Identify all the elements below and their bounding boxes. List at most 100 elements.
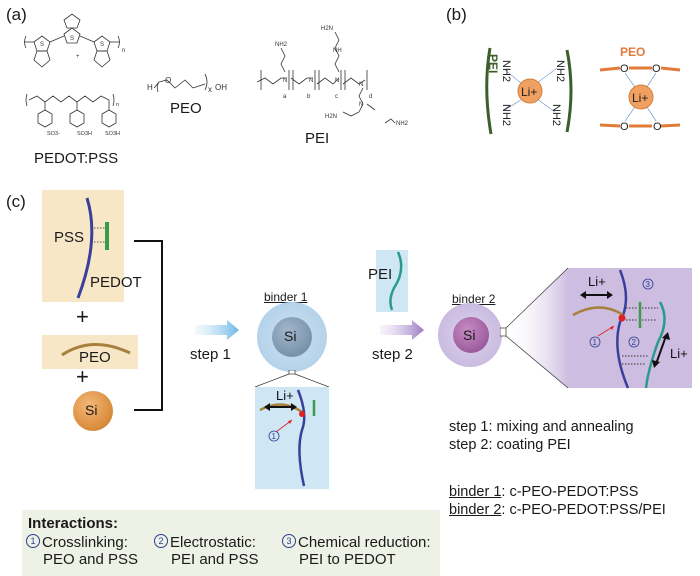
pei-label-b: PEI [486, 54, 500, 73]
panel-b-label: (b) [446, 5, 467, 24]
oxygen-atom: O [620, 121, 629, 133]
pedot-structure: S S S + n [24, 13, 125, 68]
group-nh: NH [333, 48, 342, 54]
marker-3: 3 [646, 280, 651, 289]
atom-n: N [359, 82, 363, 88]
peo-structure: H O x OH [147, 73, 227, 94]
binder1-composition: : c-PEO-PEDOT:PSS [501, 484, 639, 500]
thiophene-ring [93, 35, 111, 52]
nh2-group: NH2 [500, 60, 512, 82]
peo-box-label: PEO [79, 349, 111, 366]
li-ion-label: Li+ [670, 346, 688, 361]
marker-1: 1 [593, 338, 598, 347]
binder2-description: binder 2: c-PEO-PEDOT:PSS/PEI [449, 501, 666, 519]
peo-oh-end: OH [215, 83, 227, 92]
li-ion-pei [517, 78, 543, 104]
marker-1: 1 [272, 432, 277, 441]
nh2-group: NH2 [554, 60, 566, 82]
pei-nh2-tail: NH2 [385, 118, 409, 127]
panel-c-label: (c) [6, 192, 26, 211]
legend-item-title: Crosslinking: [42, 534, 128, 551]
binder2-si-label: Si [463, 327, 476, 343]
group-nh2: NH2 [275, 42, 288, 48]
pedot-pss-label: PEDOT:PSS [34, 150, 119, 167]
peo-label-b: PEO [620, 45, 645, 59]
group-so3h: SO3H [105, 131, 120, 137]
legend-item-detail: PEO and PSS [43, 551, 139, 568]
thiophene-ring [33, 35, 51, 52]
benzene-ring [69, 109, 85, 128]
unit-label-c: c [335, 94, 338, 100]
atom-n: N [309, 78, 313, 84]
peo-chain-graphic [61, 343, 131, 357]
benzene-ring [37, 109, 53, 128]
unit-label-a: a [283, 94, 287, 100]
marker-3-icon: 3 [282, 534, 296, 548]
mixing-bracket [134, 240, 163, 411]
legend-title: Interactions: [28, 515, 119, 532]
binder1-zoom: 1 Li+ [254, 370, 330, 489]
atom-n: N [335, 78, 339, 84]
atom-n: N [359, 102, 363, 108]
plus-sign: + [76, 364, 89, 389]
binder1-si-core [272, 317, 312, 357]
li-ion-label: Li+ [276, 388, 294, 403]
legend-item-detail: PEI to PEDOT [299, 551, 396, 568]
peo-h-end: H [147, 83, 153, 92]
oxygen-atom: O [620, 63, 629, 75]
step1-description: step 1: mixing and annealing [449, 419, 634, 435]
pei-structure: N N N N N NH2 H2N NH H2N a b c d [256, 26, 376, 120]
nh2-group: NH2 [550, 104, 562, 126]
atom-n: N [283, 78, 287, 84]
oxygen-atom: O [652, 63, 661, 75]
nh2-group: NH2 [500, 104, 512, 126]
pei-chain-left [485, 47, 493, 135]
plus-charge: + [76, 54, 80, 60]
subscript-n: n [122, 48, 125, 54]
li-ion-peo [628, 84, 654, 110]
group-so3-minus: SO3- [47, 131, 60, 137]
pei-chain [389, 251, 403, 311]
pedot-pss-chains [76, 197, 109, 299]
pei-box-label: PEI [368, 266, 393, 283]
group-nh2: NH2 [396, 121, 409, 127]
li-coordination-diagram: PEI Li+ NH2 NH2 NH2 NH2 PEO Li+ O O O O [485, 45, 681, 135]
marker-1-icon: 1 [26, 534, 40, 548]
plus-sign: + [76, 304, 89, 329]
pei-chain-right [565, 49, 573, 133]
atom-s: S [100, 42, 104, 48]
peo-chain [61, 343, 131, 357]
step1-arrow-icon [195, 320, 239, 340]
binder1-name: binder 1 [449, 484, 502, 500]
benzene-ring [101, 109, 117, 128]
binder1-description: binder 1: c-PEO-PEDOT:PSS [449, 483, 638, 501]
atom-o: O [165, 76, 171, 85]
binder1-si-label: Si [284, 328, 297, 344]
pei-label: PEI [305, 130, 330, 147]
marker-2: 2 [632, 338, 637, 347]
atom-s: S [70, 36, 74, 42]
atom-s: S [40, 42, 44, 48]
group-h2n: H2N [321, 26, 333, 32]
subscript-x: x [208, 85, 212, 94]
pss-label: PSS [54, 229, 85, 246]
subscript-n: n [116, 102, 119, 108]
si-particle [73, 391, 113, 431]
unit-label-b: b [307, 94, 311, 100]
panel-a-label: (a) [6, 5, 27, 24]
legend-item-detail: PEI and PSS [171, 551, 259, 568]
binder2-title: binder 2 [452, 292, 496, 306]
legend-item-title: Chemical reduction: [298, 534, 431, 551]
marker-2-icon: 2 [154, 534, 168, 548]
group-h2n: H2N [325, 114, 337, 120]
binder2-si-core [453, 317, 489, 353]
binder2-composition: : c-PEO-PEDOT:PSS/PEI [501, 502, 666, 518]
pedot-label: PEDOT [90, 274, 142, 291]
step1-label: step 1 [190, 346, 231, 363]
si-label: Si [85, 402, 98, 418]
pss-chain [76, 197, 94, 299]
binder2-name: binder 2 [449, 502, 502, 518]
pei-chain-graphic [389, 251, 403, 311]
